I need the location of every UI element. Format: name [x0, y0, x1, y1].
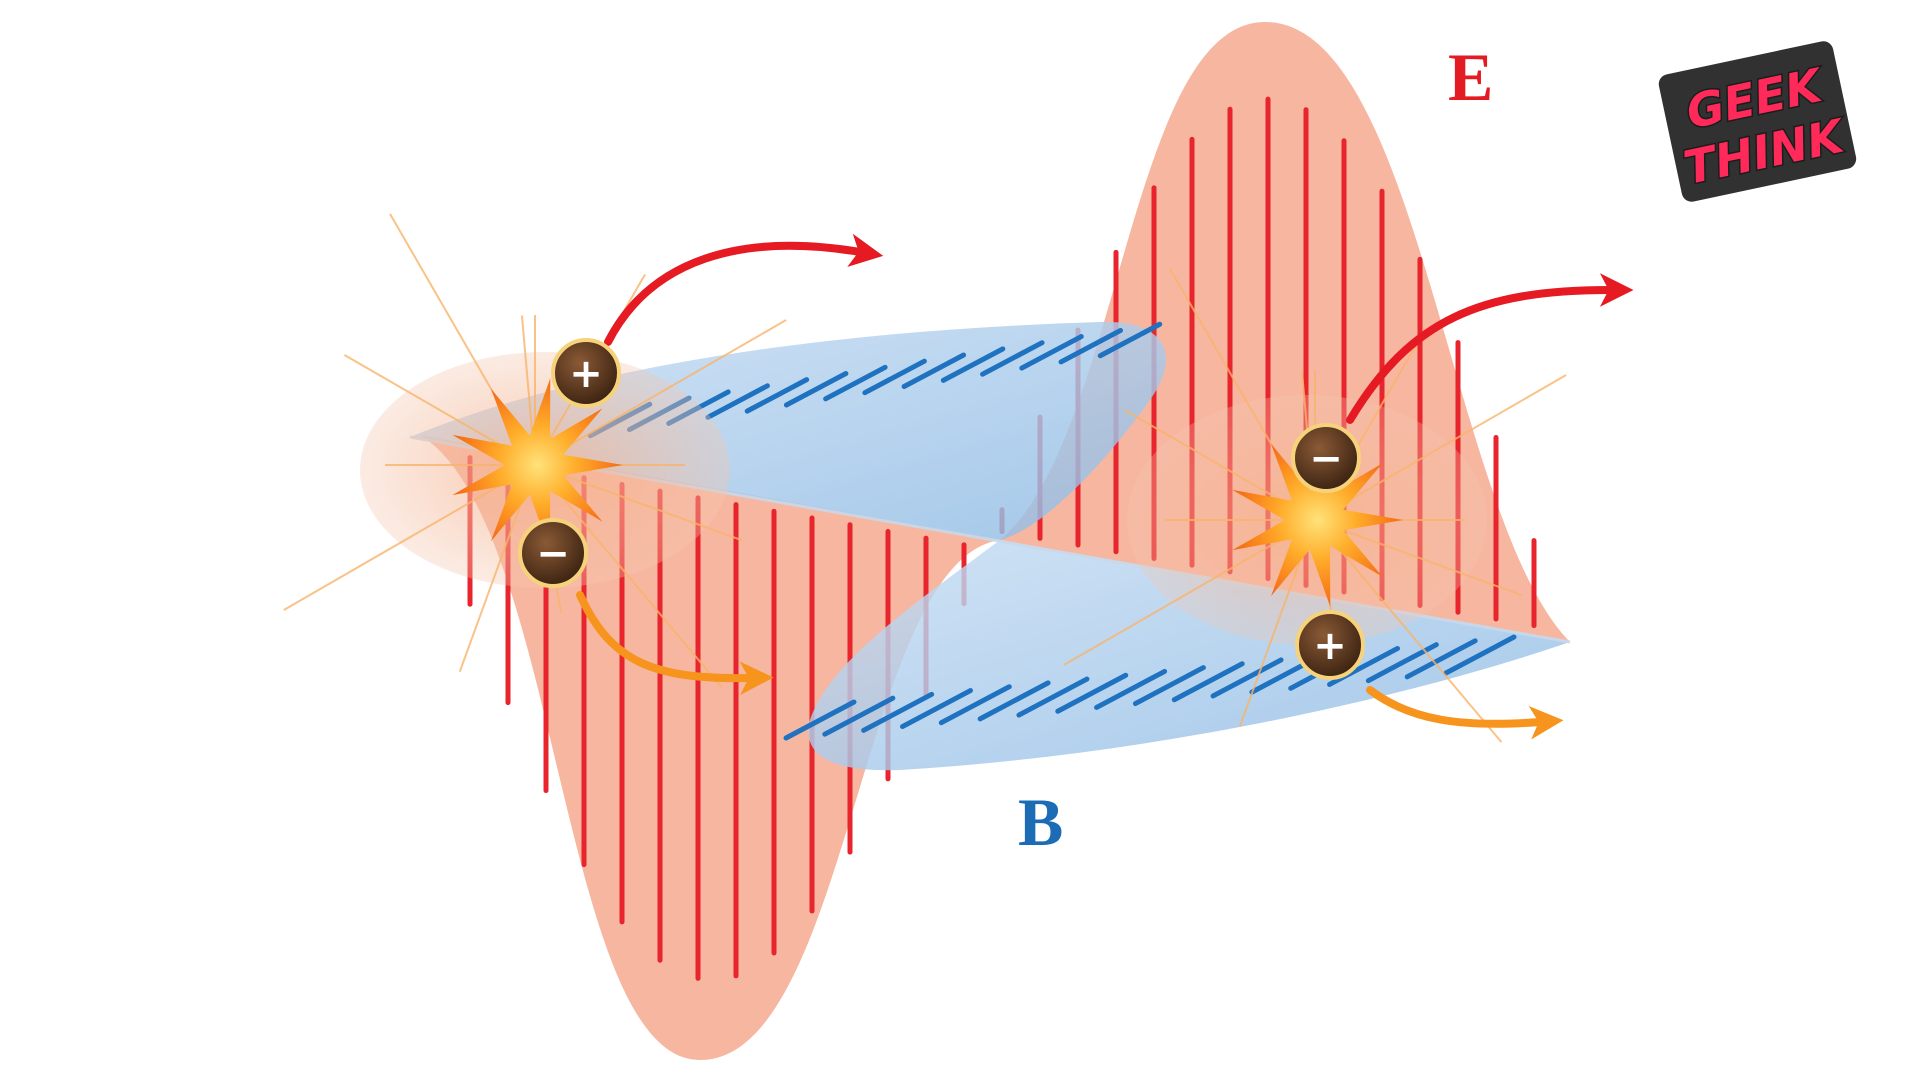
- b-hatch-line: [1097, 321, 1163, 359]
- e-wave-trough-fill: [420, 435, 1000, 1060]
- negative-charge-left: −: [518, 518, 588, 588]
- b-hatch-line: [1210, 657, 1284, 699]
- orange-arrow-left: [576, 591, 774, 695]
- burst-ray: [1314, 519, 1503, 743]
- b-hatch-line: [705, 383, 770, 420]
- burst-ray: [283, 464, 536, 611]
- b-hatch-line: [1055, 672, 1129, 714]
- red-arrow-right: [1346, 273, 1634, 424]
- negative-charge-right: −: [1291, 423, 1361, 493]
- burst-ray: [534, 319, 787, 466]
- positive-charge-left: +: [551, 338, 621, 408]
- b-hatch-line: [822, 695, 896, 737]
- b-hatch-line: [1058, 327, 1124, 365]
- left-burst-star: [452, 378, 623, 552]
- b-wave-front-lobe: [808, 540, 1570, 771]
- minus-sign: −: [536, 531, 570, 577]
- burst-ray: [534, 464, 723, 688]
- b-hatch-line: [1016, 676, 1090, 718]
- b-wave-hatch-lines: [587, 321, 1517, 741]
- plus-sign: +: [569, 351, 603, 397]
- magnetic-field-label: B: [1018, 784, 1063, 860]
- b-hatch-line: [1404, 638, 1478, 680]
- b-hatch-line: [899, 688, 973, 730]
- red-arrow-left: [604, 233, 884, 346]
- b-hatch-line: [1019, 334, 1084, 371]
- b-hatch-line: [940, 346, 1006, 383]
- orange-arrow-right: [1366, 686, 1564, 740]
- plus-sign: +: [1313, 623, 1347, 669]
- burst-ray: [1314, 519, 1523, 597]
- b-hatch-line: [1094, 668, 1168, 710]
- b-hatch-line: [783, 699, 857, 741]
- b-hatch-line: [823, 364, 888, 402]
- positive-charge-right: +: [1295, 610, 1365, 680]
- right-burst-star: [1232, 433, 1403, 607]
- geek-think-logo: GEEK THINK: [1658, 41, 1857, 202]
- b-hatch-line: [901, 352, 967, 390]
- b-hatch-line: [783, 370, 849, 408]
- electric-field-label: E: [1448, 39, 1493, 115]
- b-hatch-line: [980, 340, 1045, 377]
- b-wave-back-lobe: [410, 321, 1166, 540]
- b-hatch-line: [861, 691, 935, 733]
- left-charge-burst: [283, 213, 787, 688]
- b-hatch-line: [938, 684, 1012, 726]
- b-hatch-line: [1171, 661, 1245, 703]
- burst-ray: [1314, 374, 1567, 521]
- b-hatch-line: [977, 680, 1051, 722]
- b-hatch-line: [1132, 665, 1206, 707]
- b-hatch-line: [862, 358, 927, 396]
- burst-ray: [1063, 519, 1316, 666]
- b-hatch-line: [1443, 634, 1517, 676]
- b-hatch-line: [1327, 645, 1401, 687]
- right-charge-burst: [1063, 268, 1567, 743]
- magnetic-field-wave: [409, 321, 1571, 771]
- minus-sign: −: [1309, 436, 1343, 482]
- b-hatch-line: [744, 377, 810, 414]
- burst-ray: [534, 464, 743, 542]
